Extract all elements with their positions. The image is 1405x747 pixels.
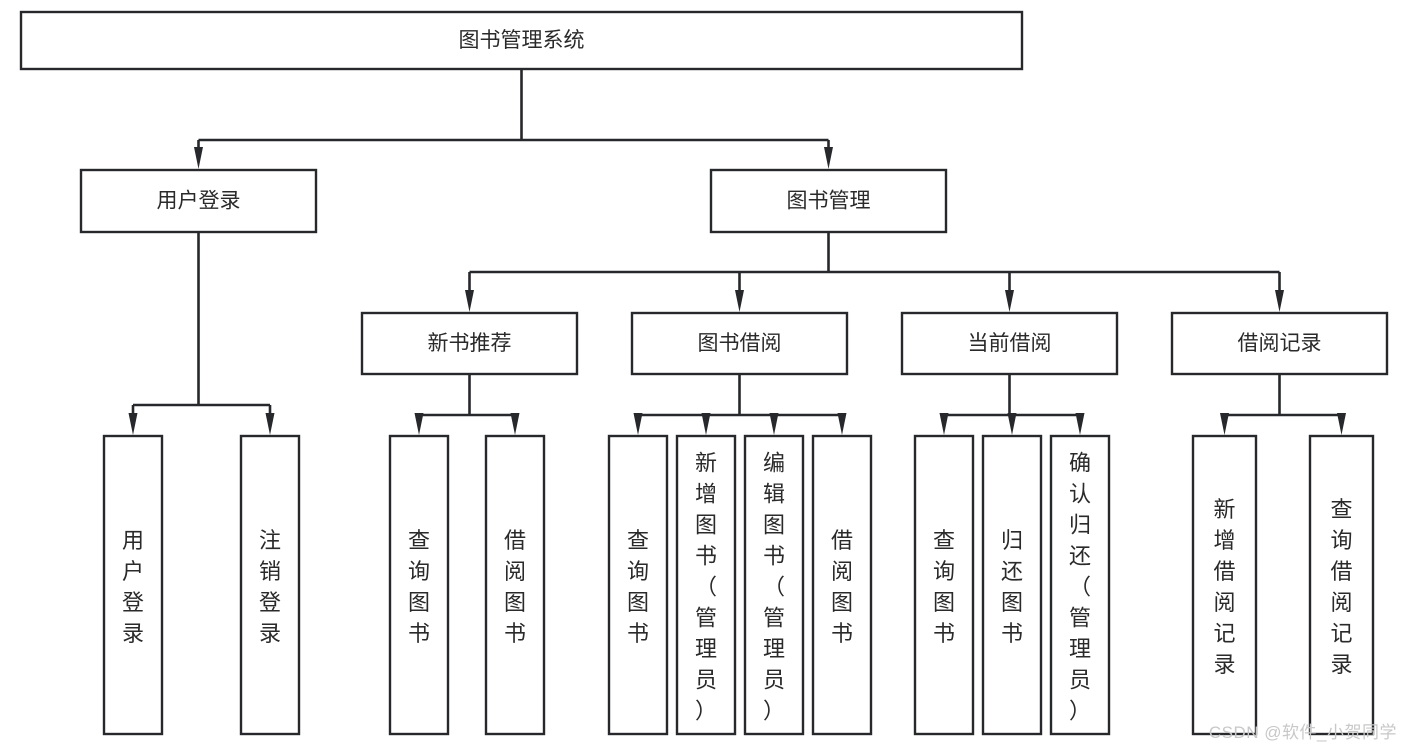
node-label: 新书推荐: [428, 332, 512, 355]
node-rect: [102, 434, 164, 736]
edge-group: [414, 374, 520, 435]
node-label: 查询图书: [627, 528, 649, 646]
edge-group: [194, 69, 833, 169]
node-label: 用户登录: [122, 528, 144, 646]
arrowhead: [510, 413, 520, 435]
level2-node-3-借阅记录[interactable]: 借阅记录: [1170, 311, 1389, 376]
node-rect: [675, 434, 737, 736]
node-label: 借阅图书: [831, 528, 853, 646]
leaf-node-1-注销登录[interactable]: 注销登录: [239, 434, 301, 736]
node-rect: [743, 434, 805, 736]
root-node-0-图书管理系统[interactable]: 图书管理系统: [19, 10, 1024, 71]
node-rect: [360, 311, 579, 376]
arrowhead: [633, 413, 643, 435]
leaf-node-4-查询图书[interactable]: 查询图书: [607, 434, 669, 736]
leaf-node-7-借阅图书[interactable]: 借阅图书: [811, 434, 873, 736]
node-label: 当前借阅: [968, 332, 1052, 355]
level2-node-1-图书借阅[interactable]: 图书借阅: [630, 311, 849, 376]
node-label: 图书管理: [787, 190, 871, 213]
edge-group: [465, 232, 1284, 312]
node-label: 查询图书: [408, 528, 430, 646]
leaf-node-9-归还图书[interactable]: 归还图书: [981, 434, 1043, 736]
node-label: 归还图书: [1001, 528, 1023, 646]
level2-node-2-当前借阅[interactable]: 当前借阅: [900, 311, 1119, 376]
node-label: 图书借阅: [698, 332, 782, 355]
node-rect: [981, 434, 1043, 736]
node-label: 新增图书（管理员）: [695, 450, 717, 723]
arrowhead: [1337, 413, 1346, 435]
arrowhead: [837, 413, 847, 435]
node-rect: [388, 434, 450, 736]
node-rect: [484, 434, 546, 736]
node-label: 图书管理系统: [459, 29, 585, 52]
leaf-node-12-查询借阅记录[interactable]: 查询借阅记录: [1308, 434, 1375, 736]
node-rect: [811, 434, 873, 736]
arrowhead: [128, 413, 138, 435]
node-label: 借阅记录: [1238, 332, 1322, 355]
edge-group: [633, 374, 847, 435]
node-rect: [239, 434, 301, 736]
arrowhead: [1007, 413, 1017, 435]
node-label: 用户登录: [157, 190, 241, 213]
leaf-node-5-新增图书管理[interactable]: 新增图书（管理员）: [675, 434, 737, 736]
edge-group: [1220, 374, 1346, 435]
node-label: 注销登录: [259, 528, 281, 646]
arrowhead: [769, 413, 779, 435]
node-label: 编辑图书（管理员）: [763, 450, 785, 723]
level1-node-1-图书管理[interactable]: 图书管理: [709, 168, 948, 234]
node-rect: [1191, 434, 1258, 736]
node-label: 借阅图书: [504, 528, 526, 646]
node-label: 查询图书: [933, 528, 955, 646]
leaf-node-6-编辑图书管理[interactable]: 编辑图书（管理员）: [743, 434, 805, 736]
node-rect: [1049, 434, 1111, 736]
leaf-node-3-借阅图书[interactable]: 借阅图书: [484, 434, 546, 736]
node-layer: 图书管理系统用户登录图书管理新书推荐图书借阅当前借阅借阅记录用户登录注销登录查询…: [19, 10, 1389, 736]
node-label: 新增借阅记录: [1213, 497, 1235, 677]
arrowhead: [939, 413, 949, 435]
node-label: 确认归还（管理员）: [1069, 450, 1091, 723]
arrowhead: [1005, 290, 1014, 312]
edge-group: [128, 232, 275, 435]
leaf-node-2-查询图书[interactable]: 查询图书: [388, 434, 450, 736]
arrowhead: [1220, 413, 1229, 435]
node-rect: [1308, 434, 1375, 736]
leaf-node-8-查询图书[interactable]: 查询图书: [913, 434, 975, 736]
arrowhead: [1075, 413, 1085, 435]
leaf-node-0-用户登录[interactable]: 用户登录: [102, 434, 164, 736]
edge-layer: [128, 69, 1346, 435]
arrowhead: [824, 147, 833, 169]
node-rect: [630, 311, 849, 376]
arrowhead: [465, 290, 474, 312]
arrowhead: [701, 413, 711, 435]
node-rect: [607, 434, 669, 736]
node-label: 查询借阅记录: [1330, 497, 1352, 677]
leaf-node-10-确认归还管理[interactable]: 确认归还（管理员）: [1049, 434, 1111, 736]
node-rect: [913, 434, 975, 736]
edge-group: [939, 374, 1085, 435]
leaf-node-11-新增借阅记录[interactable]: 新增借阅记录: [1191, 434, 1258, 736]
arrowhead: [265, 413, 275, 435]
node-rect: [79, 168, 318, 234]
node-rect: [19, 10, 1024, 71]
arrowhead: [414, 413, 424, 435]
level2-node-0-新书推荐[interactable]: 新书推荐: [360, 311, 579, 376]
level1-node-0-用户登录[interactable]: 用户登录: [79, 168, 318, 234]
node-rect: [709, 168, 948, 234]
arrowhead: [194, 147, 203, 169]
node-rect: [1170, 311, 1389, 376]
arrowhead: [1275, 290, 1284, 312]
arrowhead: [735, 290, 744, 312]
node-rect: [900, 311, 1119, 376]
